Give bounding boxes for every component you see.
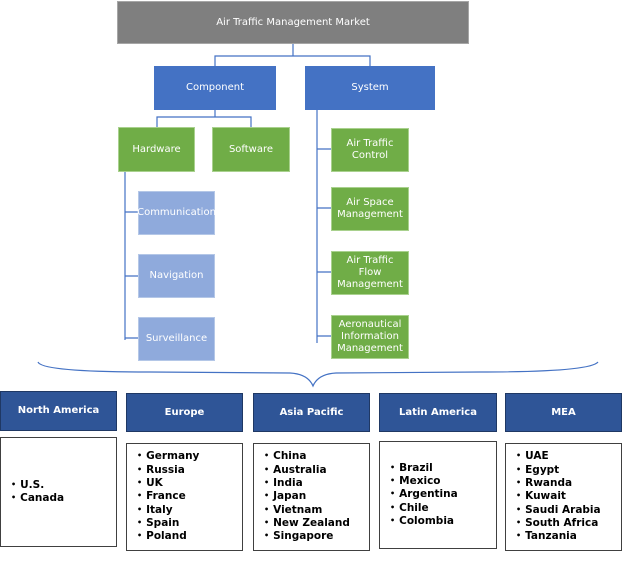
component-label: Component: [185, 82, 245, 93]
country-list-mea: UAE Egypt Rwanda Kuwait Saudi Arabia Sou…: [505, 443, 622, 551]
country-item: China: [264, 450, 350, 463]
country-item: Colombia: [390, 515, 458, 528]
country-item: Tanzania: [516, 530, 601, 543]
navigation-node: Navigation: [138, 254, 215, 298]
aeronautical-information-management-label: Aeronautical Information Management: [337, 319, 403, 354]
country-item: Chile: [390, 502, 458, 515]
region-label: Latin America: [399, 406, 477, 418]
hardware-node: Hardware: [118, 127, 195, 172]
hardware-label: Hardware: [132, 143, 181, 155]
communication-node: Communication: [137, 191, 216, 235]
country-list-north-america: U.S. Canada: [0, 437, 117, 547]
country-list-europe: Germany Russia UK France Italy Spain Pol…: [126, 443, 243, 551]
country-item: Germany: [137, 450, 199, 463]
country-list-asia-pacific: China Australia India Japan Vietnam New …: [253, 443, 370, 551]
system-label: System: [351, 82, 389, 93]
region-label: MEA: [551, 406, 576, 418]
country-item: Japan: [264, 490, 350, 503]
air-traffic-flow-management-label: Air Traffic Flow Management: [337, 255, 403, 290]
root-label: Air Traffic Management Market: [216, 16, 370, 28]
country-item: Mexico: [390, 475, 458, 488]
country-item: UK: [137, 477, 199, 490]
navigation-label: Navigation: [149, 270, 204, 281]
region-brace: [37, 361, 599, 388]
country-item: U.S.: [11, 479, 64, 492]
country-list-latin-america: Brazil Mexico Argentina Chile Colombia: [379, 441, 497, 549]
country-item: Italy: [137, 504, 199, 517]
software-label: Software: [228, 143, 274, 155]
communication-label: Communication: [137, 207, 216, 218]
country-item: Canada: [11, 492, 64, 505]
component-node: Component: [154, 66, 276, 110]
system-node: System: [305, 66, 435, 110]
surveillance-node: Surveillance: [138, 317, 215, 361]
air-traffic-control-label: Air Traffic Control: [346, 138, 394, 161]
region-asia-pacific: Asia Pacific: [253, 393, 370, 432]
region-label: Asia Pacific: [279, 406, 344, 418]
air-space-management-label: Air Space Management: [337, 197, 403, 220]
country-item: Rwanda: [516, 477, 601, 490]
country-item: South Africa: [516, 517, 601, 530]
air-traffic-control-node: Air Traffic Control: [331, 128, 409, 172]
country-item: India: [264, 477, 350, 490]
aeronautical-information-management-node: Aeronautical Information Management: [331, 315, 409, 359]
root-node: Air Traffic Management Market: [117, 1, 469, 44]
region-europe: Europe: [126, 393, 243, 432]
country-item: Argentina: [390, 488, 458, 501]
country-item: France: [137, 490, 199, 503]
connector-component: [156, 110, 252, 127]
country-item: Saudi Arabia: [516, 504, 600, 517]
region-latin-america: Latin America: [379, 393, 497, 432]
region-label: North America: [17, 405, 100, 416]
country-item: Singapore: [264, 530, 350, 543]
air-space-management-node: Air Space Management: [331, 187, 409, 231]
country-item: Brazil: [390, 462, 458, 475]
country-item: Australia: [264, 464, 350, 477]
connector-hardware: [124, 172, 138, 340]
software-node: Software: [212, 127, 290, 172]
country-item: Egypt: [516, 464, 601, 477]
country-item: Spain: [137, 517, 199, 530]
region-label: Europe: [164, 406, 205, 418]
air-traffic-flow-management-node: Air Traffic Flow Management: [331, 251, 409, 295]
country-item: Vietnam: [264, 504, 350, 517]
country-item: New Zealand: [264, 517, 350, 530]
country-item: Poland: [137, 530, 199, 543]
connector-system: [316, 110, 331, 343]
country-item: UAE: [516, 450, 601, 463]
connector-root: [214, 44, 371, 66]
surveillance-label: Surveillance: [145, 333, 208, 344]
region-north-america: North America: [0, 391, 117, 431]
country-item: Kuwait: [516, 490, 601, 503]
country-item: Russia: [137, 464, 199, 477]
region-mea: MEA: [505, 393, 622, 432]
